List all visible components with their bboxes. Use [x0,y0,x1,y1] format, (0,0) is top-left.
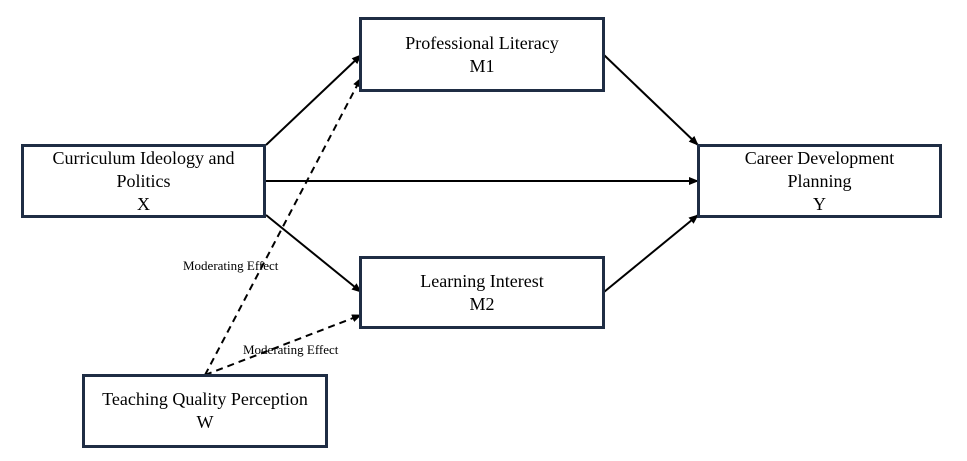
edge-m2-to-y [603,214,699,293]
node-w: Teaching Quality Perception W [82,374,328,448]
node-m1-label: Professional Literacy [405,32,559,53]
edge-w-to-m1-label: Moderating Effect [183,258,279,273]
edge-w-to-m2 [204,314,362,376]
node-m1: Professional Literacy M1 [359,17,605,92]
node-x: Curriculum Ideology and Politics X [21,144,266,218]
node-m2-label: Learning Interest [420,270,544,291]
node-x-label-line2: Politics [116,170,171,191]
edge-w-to-m1 [204,77,362,376]
node-y-label-line1: Career Development [744,147,895,168]
node-y-variable: Y [813,193,826,214]
node-y-label-line2: Planning [787,170,852,191]
node-y: Career Development Planning Y [697,144,942,218]
edge-x-to-m2 [265,214,362,293]
node-x-label-line1: Curriculum Ideology and [52,147,235,168]
node-m2: Learning Interest M2 [359,256,605,329]
node-w-label: Teaching Quality Perception [102,389,308,409]
node-w-variable: W [196,412,214,432]
edge-w-to-m2-label: Moderating Effect [243,342,339,357]
node-m1-variable: M1 [469,55,495,76]
edge-m1-to-y [603,54,699,146]
node-m2-variable: M2 [469,293,495,314]
node-x-variable: X [137,193,150,214]
edge-x-to-m1 [265,54,362,146]
